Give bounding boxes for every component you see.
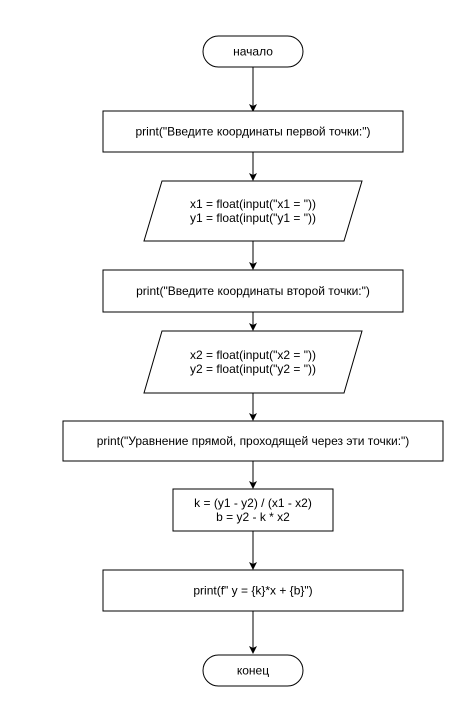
end-label: конец <box>237 664 269 678</box>
process-print-second-point: print("Введите координаты второй точки:"… <box>102 269 404 313</box>
process-print-line-equation: print("Уравнение прямой, проходящей чере… <box>62 420 444 462</box>
input-first-point-line2: y1 = float(input("y1 = ")) <box>190 211 316 225</box>
end-terminator: конец <box>202 654 304 687</box>
start-terminator: начало <box>202 35 304 68</box>
process-print-second-point-label: print("Введите координаты второй точки:"… <box>136 284 370 298</box>
input-first-point: x1 = float(input("x1 = ")) y1 = float(in… <box>143 180 363 242</box>
input-first-point-line1: x1 = float(input("x1 = ")) <box>190 197 316 211</box>
process-print-first-point: print("Введите координаты первой точки:"… <box>102 110 404 153</box>
process-print-line-equation-label: print("Уравнение прямой, проходящей чере… <box>97 434 410 448</box>
input-second-point: x2 = float(input("x2 = ")) y2 = float(in… <box>143 330 363 394</box>
start-label: начало <box>233 45 273 59</box>
process-calculate-k-line: k = (y1 - y2) / (x1 - x2) <box>194 496 312 510</box>
input-second-point-line1: x2 = float(input("x2 = ")) <box>190 348 316 362</box>
process-print-result: print(f" y = {k}*x + {b}") <box>102 569 404 612</box>
process-print-result-label: print(f" y = {k}*x + {b}") <box>193 584 312 598</box>
process-calculate-k-b: k = (y1 - y2) / (x1 - x2) b = y2 - k * x… <box>172 488 334 532</box>
process-calculate-b-line: b = y2 - k * x2 <box>216 510 290 524</box>
input-second-point-line2: y2 = float(input("y2 = ")) <box>190 362 316 376</box>
process-print-first-point-label: print("Введите координаты первой точки:"… <box>135 125 370 139</box>
